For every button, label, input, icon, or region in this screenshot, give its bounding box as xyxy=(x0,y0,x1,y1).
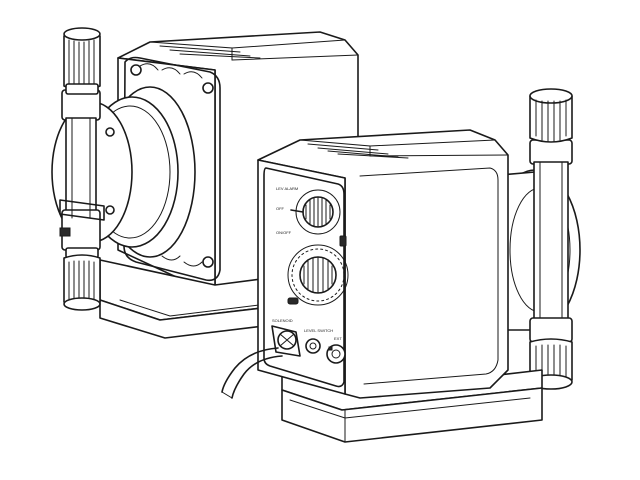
front-pump: LEV ALARM OFF ON/OFF SOLENOID LEVEL SWIT… xyxy=(221,88,581,443)
label-solenoid: SOLENOID xyxy=(272,318,293,323)
front-pump-housing xyxy=(257,129,509,399)
power-cable xyxy=(221,347,283,399)
front-pump-top-fitting xyxy=(529,88,573,143)
front-pump-manifold xyxy=(529,139,573,343)
back-pump-manifold xyxy=(59,89,105,251)
back-pump-top-fitting xyxy=(63,27,101,95)
timer-knob xyxy=(290,189,341,235)
label-lev-alarm: LEV ALARM xyxy=(276,186,298,191)
ext-connector xyxy=(326,344,346,364)
label-level-switch: LEVEL SWITCH xyxy=(304,328,333,333)
stroke-rate-knob xyxy=(287,244,349,306)
label-on-off: ON/OFF xyxy=(276,230,292,235)
back-pump-bottom-fitting xyxy=(63,247,101,311)
control-panel: LEV ALARM OFF ON/OFF SOLENOID LEVEL SWIT… xyxy=(257,159,349,395)
solenoid-connector xyxy=(271,325,301,357)
label-off: OFF xyxy=(276,206,285,211)
label-ext: EXT xyxy=(334,336,342,341)
level-switch-connector xyxy=(305,338,321,354)
